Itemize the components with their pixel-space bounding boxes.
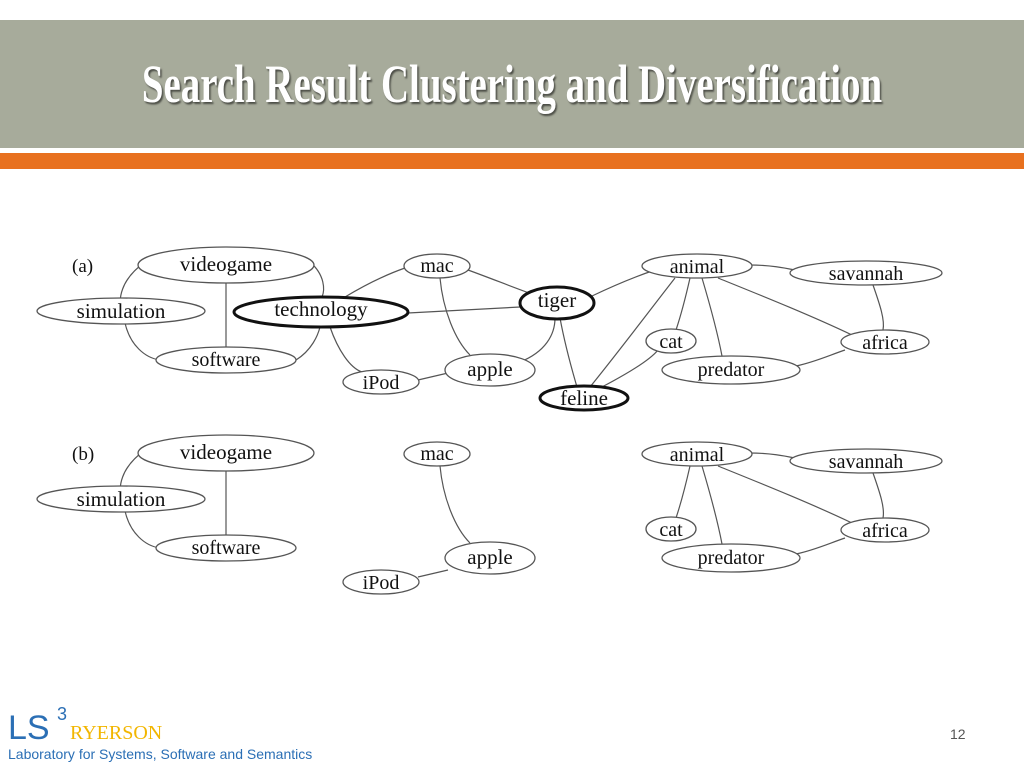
node-label: iPod [363,572,400,594]
node-label: savannah [829,451,903,473]
node-label: simulation [77,487,166,511]
node-label: africa [862,520,908,542]
node-label: mac [420,255,453,277]
node-b-apple: apple [444,541,536,575]
node-a-mac: mac [403,253,471,279]
node-a-apple: apple [444,353,536,387]
edge-a-software-technology [295,326,321,361]
node-label: apple [467,357,512,381]
node-a-technology: technology [232,295,410,329]
node-label: cat [659,519,683,541]
node-a-tiger: tiger [518,285,596,321]
node-label: cat [659,331,683,353]
edge-a-ipod-apple [417,372,449,381]
node-b-simulation: simulation [36,485,206,513]
node-label: simulation [77,299,166,323]
edge-b-savannah-africa [872,472,885,519]
edge-b-ipod-apple [417,569,449,578]
edge-a-mac-tiger [467,269,533,295]
logo-superscript: 3 [57,704,68,724]
edge-b-predator-africa [795,537,846,555]
node-b-africa: africa [840,517,930,543]
logo-ls-text: LS [8,709,50,747]
edge-a-mac-apple [439,277,471,356]
edge-a-predator-africa [795,349,846,367]
node-b-animal: animal [641,441,753,467]
node-label: apple [467,545,512,569]
ls3-ryerson-logo: LS 3 RYERSON [8,704,188,747]
edge-a-animal-africa [717,277,853,336]
edge-a-feline-animal [589,277,676,388]
node-a-predator: predator [661,355,801,385]
node-label: animal [670,256,725,278]
node-label: software [192,349,261,371]
node-a-feline: feline [538,384,630,412]
node-label: mac [420,443,453,465]
node-label: predator [698,359,765,381]
node-b-ipod: iPod [342,569,420,595]
node-label: iPod [363,372,400,394]
node-b-savannah: savannah [789,448,943,474]
slide-title: Search Result Clustering and Diversifica… [141,54,883,114]
edge-b-animal-africa [717,465,853,524]
node-a-ipod: iPod [342,369,420,395]
logo-ryerson-text: RYERSON [70,722,163,744]
accent-bar [0,153,1024,169]
edge-a-animal-cat [675,277,691,331]
node-a-videogame: videogame [137,246,315,284]
edge-a-technology-ipod [329,326,363,373]
edge-b-animal-predator [701,465,723,545]
node-label: technology [274,297,368,321]
edge-a-technology-tiger [407,306,521,314]
node-a-animal: animal [641,253,753,279]
edge-a-savannah-africa [872,284,885,331]
node-label: predator [698,547,765,569]
panel-b-label: (b) [72,444,94,465]
node-a-simulation: simulation [36,297,206,325]
node-a-cat: cat [645,328,697,354]
title-bar: Search Result Clustering and Diversifica… [0,20,1024,148]
node-a-software: software [155,346,297,374]
edge-b-mac-apple [439,465,471,544]
node-b-software: software [155,534,297,562]
node-a-savannah: savannah [789,260,943,286]
edge-a-simulation-software [124,322,161,361]
panel-a-label: (a) [72,256,93,277]
edge-a-animal-predator [701,277,723,357]
node-a-africa: africa [840,329,930,355]
node-label: feline [560,386,608,410]
node-label: savannah [829,263,903,285]
node-label: videogame [180,252,272,276]
edge-b-animal-savannah [749,452,796,459]
edge-b-simulation-software [124,510,161,549]
edge-a-tiger-animal [591,269,656,297]
node-label: software [192,537,261,559]
node-b-videogame: videogame [137,434,315,472]
edge-a-animal-savannah [749,264,796,271]
node-label: africa [862,332,908,354]
node-b-cat: cat [645,516,697,542]
lab-name: Laboratory for Systems, Software and Sem… [8,746,313,762]
edge-a-feline-cat [599,349,659,389]
edge-a-tiger-feline [559,317,578,388]
node-label: tiger [538,288,576,312]
edge-a-apple-tiger [519,317,556,363]
edge-b-animal-cat [675,465,691,519]
page-number: 12 [950,726,966,742]
node-label: animal [670,444,725,466]
edge-a-technology-mac [344,267,406,298]
node-b-predator: predator [661,543,801,573]
node-b-mac: mac [403,441,471,467]
node-label: videogame [180,440,272,464]
